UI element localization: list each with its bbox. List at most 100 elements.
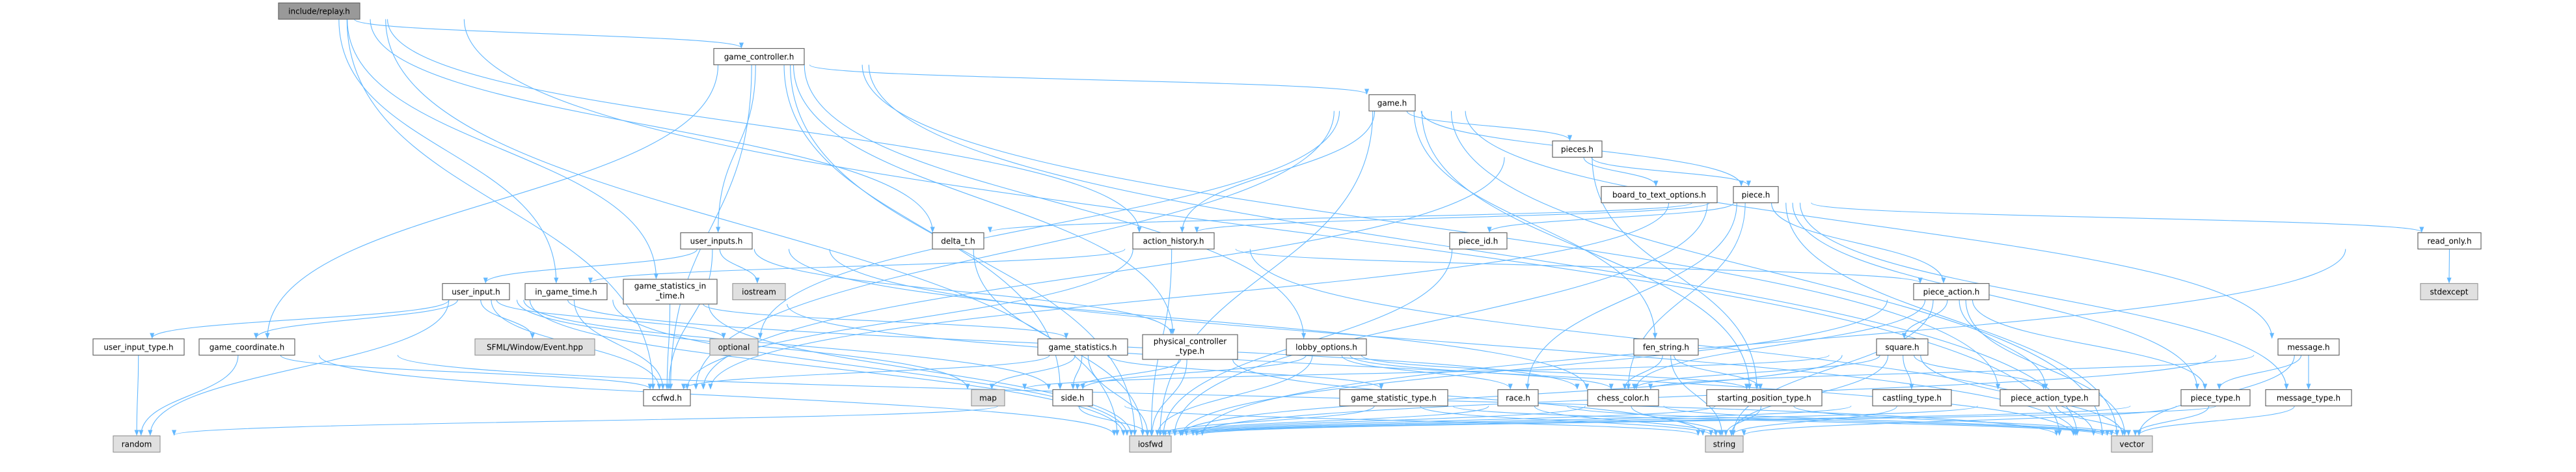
node-in-game-time[interactable]: in_game_time.h — [524, 283, 608, 301]
edge-side-to-random — [172, 406, 998, 436]
node-box — [113, 435, 161, 453]
node-label: game.h — [1377, 99, 1407, 108]
edge-message-to-chess-color — [1648, 355, 2255, 390]
edge-side-to-string — [1124, 406, 1701, 436]
node-castling-type[interactable]: castling_type.h — [1872, 389, 1952, 407]
node-label: iosfwd — [1138, 440, 1163, 449]
node-box — [623, 279, 718, 305]
node-replay[interactable]: include/replay.h — [278, 2, 360, 20]
edge-user-input-to-random — [148, 299, 450, 436]
node-piece-type[interactable]: piece_type.h — [2180, 389, 2251, 407]
node-box — [1449, 232, 1508, 250]
node-chess-color[interactable]: chess_color.h — [1587, 389, 1659, 407]
node-starting-position-type[interactable]: starting_position_type.h — [1706, 389, 1823, 407]
node-label: include/replay.h — [288, 7, 350, 16]
node-game-statistic-type[interactable]: game_statistic_type.h — [1339, 389, 1448, 407]
node-label: square.h — [1885, 343, 1919, 352]
node-square[interactable]: square.h — [1876, 338, 1929, 356]
node-label: user_input.h — [452, 288, 500, 297]
node-side[interactable]: side.h — [1052, 389, 1093, 407]
edge-starting-position-type-to-vector — [1793, 406, 2120, 436]
edge-game-statistics-in-time-to-ccfwd — [664, 303, 671, 390]
edge-piece-to-piece-id — [1487, 202, 1734, 233]
edge-user-input-to-sfml-event — [480, 299, 535, 339]
edge-lobby-options-to-side — [1080, 355, 1307, 390]
edge-starting-position-type-to-string — [1723, 406, 1762, 436]
node-box — [643, 389, 691, 407]
node-pieces[interactable]: pieces.h — [1552, 140, 1603, 158]
edge-piece-action-to-string — [1731, 299, 1934, 436]
node-label: piece.h — [1742, 191, 1770, 200]
node-user-input[interactable]: user_input.h — [442, 283, 510, 301]
edge-game-to-vector — [1450, 111, 2105, 436]
node-race[interactable]: race.h — [1497, 389, 1539, 407]
node-box — [2265, 389, 2352, 407]
node-label: piece_id.h — [1459, 237, 1498, 246]
edge-game-controller-to-piece-action-type — [861, 64, 2001, 390]
edge-game-controller-to-vector — [868, 64, 2080, 436]
node-label: board_to_text_options.h — [1612, 191, 1706, 200]
node-box — [474, 338, 595, 356]
node-physical-controller-type[interactable]: physical_controller_type.h — [1142, 334, 1238, 360]
edge-message-type-to-iosfwd — [1195, 406, 2217, 436]
edge-user-inputs-to-physical-controller-type — [753, 249, 1174, 335]
edge-piece-action-to-vector — [1965, 299, 2127, 436]
node-action-history[interactable]: action_history.h — [1132, 232, 1215, 250]
node-game-statistics-in-time[interactable]: game_statistics_in_time.h — [623, 279, 718, 305]
edge-game-to-ccfwd — [694, 111, 1335, 390]
node-box — [1587, 389, 1659, 407]
node-board-to-text-options[interactable]: board_to_text_options.h — [1601, 186, 1718, 204]
edge-game-to-action-history — [1180, 111, 1376, 233]
edge-action-history-to-piece-action — [1235, 249, 1923, 284]
node-piece-action[interactable]: piece_action.h — [1913, 283, 1990, 301]
edge-square-to-map — [1022, 355, 1830, 390]
node-piece[interactable]: piece.h — [1733, 186, 1779, 204]
edge-piece-to-iosfwd — [1172, 202, 1708, 436]
edge-piece-to-read-only — [1811, 202, 2424, 233]
node-lobby-options[interactable]: lobby_options.h — [1286, 338, 1367, 356]
node-label: message.h — [2287, 343, 2329, 352]
node-game-statistics[interactable]: game_statistics.h — [1037, 338, 1128, 356]
edge-game-controller-to-iosfwd — [790, 64, 1137, 436]
edge-race-to-vector — [1566, 406, 2110, 436]
node-vector: vector — [2111, 435, 2153, 453]
edge-in-game-time-to-ccfwd — [573, 299, 666, 390]
node-label: side.h — [1061, 394, 1084, 403]
node-box — [278, 2, 360, 20]
node-read-only[interactable]: read_only.h — [2417, 232, 2482, 250]
node-message[interactable]: message.h — [2277, 338, 2340, 356]
node-label: _time.h — [655, 292, 685, 301]
node-label: game_coordinate.h — [210, 343, 284, 352]
node-box — [1601, 186, 1718, 204]
node-box — [2111, 435, 2153, 453]
edge-game-controller-to-user-inputs — [716, 64, 756, 233]
edge-piece-action-to-piece-type — [1972, 299, 2208, 390]
edge-game-statistic-type-to-iosfwd — [1158, 406, 1375, 436]
edge-game-to-fen-string — [1413, 111, 1658, 339]
node-box — [2417, 232, 2482, 250]
node-user-inputs[interactable]: user_inputs.h — [680, 232, 753, 250]
edge-piece-action-to-iosfwd — [1180, 299, 1888, 436]
edge-fen-string-to-string — [1670, 355, 1725, 436]
node-ccfwd[interactable]: ccfwd.h — [643, 389, 691, 407]
edge-castling-type-to-iosfwd — [1178, 406, 1852, 436]
node-message-type[interactable]: message_type.h — [2265, 389, 2352, 407]
node-label: lobby_options.h — [1295, 343, 1357, 352]
edge-game-to-pieces — [1406, 111, 1573, 141]
node-game-controller[interactable]: game_controller.h — [713, 48, 805, 66]
edge-square-to-piece-action-type — [1914, 355, 2046, 390]
edge-replay-to-ccfwd — [346, 19, 656, 390]
edge-piece-action-to-piece-action-type — [1959, 299, 2048, 390]
node-game-coordinate[interactable]: game_coordinate.h — [198, 338, 295, 356]
node-label: vector — [2119, 440, 2144, 449]
node-user-input-type[interactable]: user_input_type.h — [92, 338, 185, 356]
nodes-layer: include/replay.h game_controller.h game.h p… — [92, 2, 2482, 453]
node-label: map — [979, 394, 997, 403]
node-delta-t[interactable]: delta_t.h — [932, 232, 984, 250]
node-game[interactable]: game.h — [1368, 94, 1416, 112]
node-fen-string[interactable]: fen_string.h — [1633, 338, 1699, 356]
edge-replay-to-delta-t — [370, 19, 935, 233]
node-piece-id[interactable]: piece_id.h — [1449, 232, 1508, 250]
node-piece-action-type[interactable]: piece_action_type.h — [2000, 389, 2100, 407]
